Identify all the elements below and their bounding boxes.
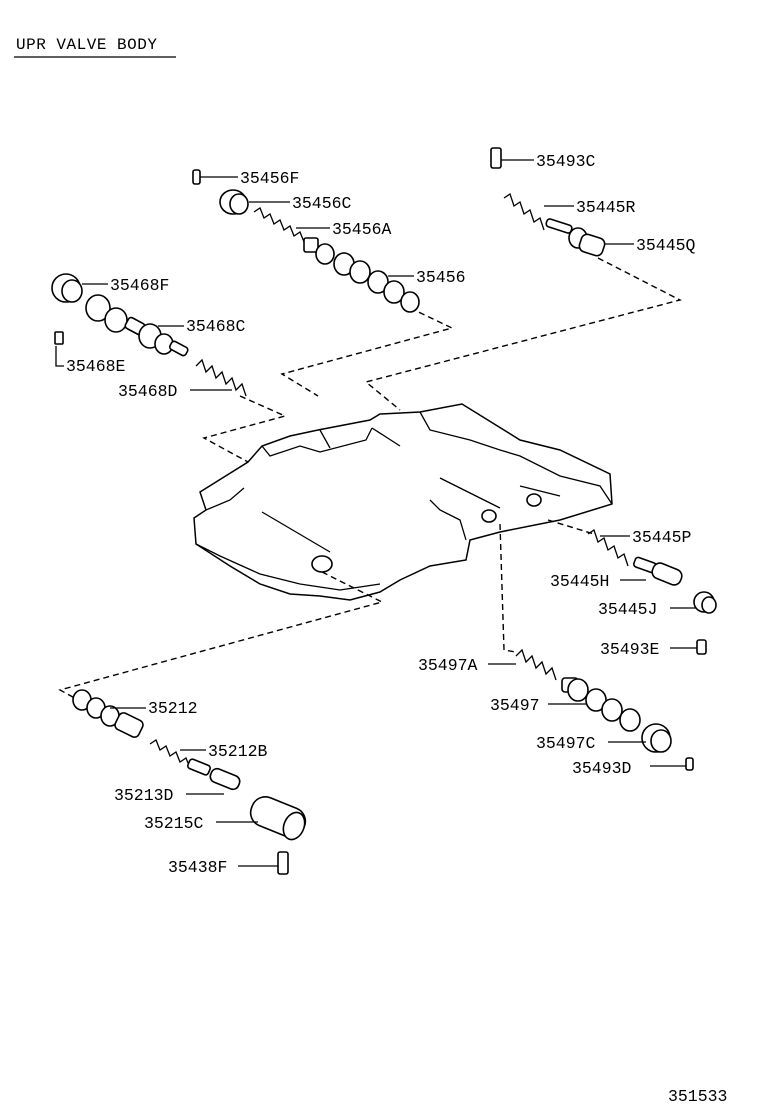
part-35456C: 35456C	[219, 189, 352, 215]
part-35445R: 35445R	[503, 192, 636, 231]
svg-text:35493E: 35493E	[600, 640, 660, 659]
part-35438F: 35438F	[168, 851, 289, 877]
part-35215C: 35215C	[144, 796, 307, 841]
svg-text:35497C: 35497C	[536, 734, 596, 753]
part-35468F: 35468F	[51, 273, 169, 303]
svg-text:35497: 35497	[490, 696, 540, 715]
svg-text:35445J: 35445J	[598, 600, 657, 619]
part-35212B: 35212B	[149, 739, 268, 769]
svg-text:35445H: 35445H	[550, 572, 609, 591]
svg-text:35445R: 35445R	[576, 198, 636, 217]
part-35493C: 35493C	[490, 147, 596, 171]
svg-text:35445P: 35445P	[632, 528, 692, 547]
assembly-guide-lines	[58, 257, 682, 703]
part-35497: 35497	[490, 677, 641, 732]
svg-text:35468F: 35468F	[110, 276, 169, 295]
part-35468D: 35468D	[118, 358, 247, 401]
part-35497A: 35497A	[418, 648, 557, 681]
svg-text:35497A: 35497A	[418, 656, 478, 675]
svg-text:35456C: 35456C	[292, 194, 352, 213]
part-35493D: 35493D	[572, 757, 694, 778]
svg-text:35456A: 35456A	[332, 220, 392, 239]
svg-text:35213D: 35213D	[114, 786, 174, 805]
svg-text:35438F: 35438F	[168, 858, 227, 877]
part-35445H: 35445H	[550, 556, 683, 591]
upper-valve-body-housing	[193, 403, 613, 601]
svg-text:35468C: 35468C	[186, 317, 246, 336]
svg-text:35493D: 35493D	[572, 759, 632, 778]
figure-number: 351533	[668, 1087, 727, 1106]
part-35456: 35456	[303, 237, 466, 313]
svg-text:35456F: 35456F	[240, 169, 299, 188]
svg-text:35493C: 35493C	[536, 152, 596, 171]
svg-text:35212: 35212	[148, 699, 198, 718]
svg-text:35212B: 35212B	[208, 742, 268, 761]
part-35497C: 35497C	[536, 723, 672, 753]
part-35456A: 35456A	[253, 207, 392, 243]
part-35468E: 35468E	[54, 331, 126, 376]
part-35445Q: 35445Q	[545, 218, 696, 257]
svg-text:35468E: 35468E	[66, 357, 126, 376]
part-35212: 35212	[72, 689, 198, 738]
svg-text:35445Q: 35445Q	[636, 236, 696, 255]
svg-text:35468D: 35468D	[118, 382, 178, 401]
part-35445J: 35445J	[598, 591, 717, 619]
part-35468C: 35468C	[85, 294, 246, 357]
svg-text:35215C: 35215C	[144, 814, 204, 833]
part-35456F: 35456F	[192, 169, 299, 188]
part-35493E: 35493E	[600, 639, 707, 659]
part-35213D: 35213D	[114, 758, 241, 805]
part-35445P: 35445P	[587, 528, 692, 567]
diagram-title: UPR VALVE BODY	[16, 36, 157, 54]
svg-text:35456: 35456	[416, 268, 466, 287]
